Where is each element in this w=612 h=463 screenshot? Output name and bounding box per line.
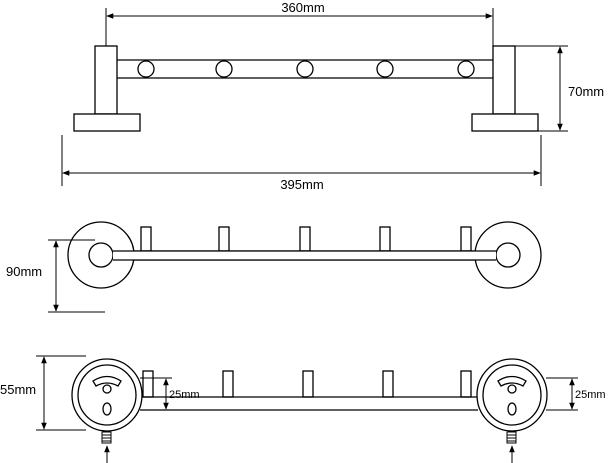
- top-view: 90mm: [6, 221, 542, 313]
- right-mount-plate-outer: [476, 358, 548, 432]
- right-post: [492, 45, 516, 115]
- top-hook-2: [218, 226, 230, 252]
- side-hooks: [142, 370, 472, 398]
- left-base-plate: [73, 113, 141, 132]
- dim-55-label: 55mm: [0, 382, 36, 397]
- right-screw-thread: [507, 434, 516, 442]
- front-hook-2: [215, 60, 233, 78]
- bar-mask: [113, 251, 496, 260]
- left-mount-clip: [92, 375, 122, 387]
- left-mount-plate-inner: [77, 364, 137, 426]
- right-base-plate: [471, 113, 539, 132]
- right-screw-hole-top: [507, 384, 517, 394]
- top-hook-3: [299, 226, 311, 252]
- dim-25l-label: 25mm: [169, 389, 200, 401]
- side-view: 55mm 25mm 25mm: [0, 355, 606, 463]
- left-mount-plate-outer: [71, 358, 143, 432]
- dim-360-label: 360mm: [281, 0, 324, 15]
- side-hook-1: [142, 370, 154, 398]
- left-screw-hole-top: [102, 384, 112, 394]
- right-mount-plate-inner: [482, 364, 542, 426]
- left-screw-thread: [102, 434, 111, 442]
- right-mount-clip: [497, 375, 527, 387]
- dim-395-label: 395mm: [280, 177, 323, 192]
- dim-25r-label: 25mm: [575, 389, 606, 401]
- dim-70-label: 70mm: [568, 84, 604, 99]
- front-hooks: [137, 60, 475, 78]
- left-screw-hole-bottom: [102, 402, 112, 416]
- top-hooks: [140, 226, 472, 252]
- front-hook-5: [457, 60, 475, 78]
- side-hook-4: [382, 370, 394, 398]
- side-hook-5: [460, 370, 472, 398]
- side-hook-2: [222, 370, 234, 398]
- right-screw-hole-bottom: [507, 402, 517, 416]
- top-hook-5: [460, 226, 472, 252]
- front-hook-1: [137, 60, 155, 78]
- top-hook-1: [140, 226, 152, 252]
- front-view: 360mm 70mm 395mm: [61, 0, 604, 192]
- left-screw: [101, 431, 112, 463]
- top-hook-4: [379, 226, 391, 252]
- left-post: [94, 45, 118, 115]
- front-hook-3: [296, 60, 314, 78]
- right-screw: [506, 431, 517, 463]
- dim-90-label: 90mm: [6, 264, 42, 279]
- front-hook-4: [376, 60, 394, 78]
- side-hook-3: [302, 370, 314, 398]
